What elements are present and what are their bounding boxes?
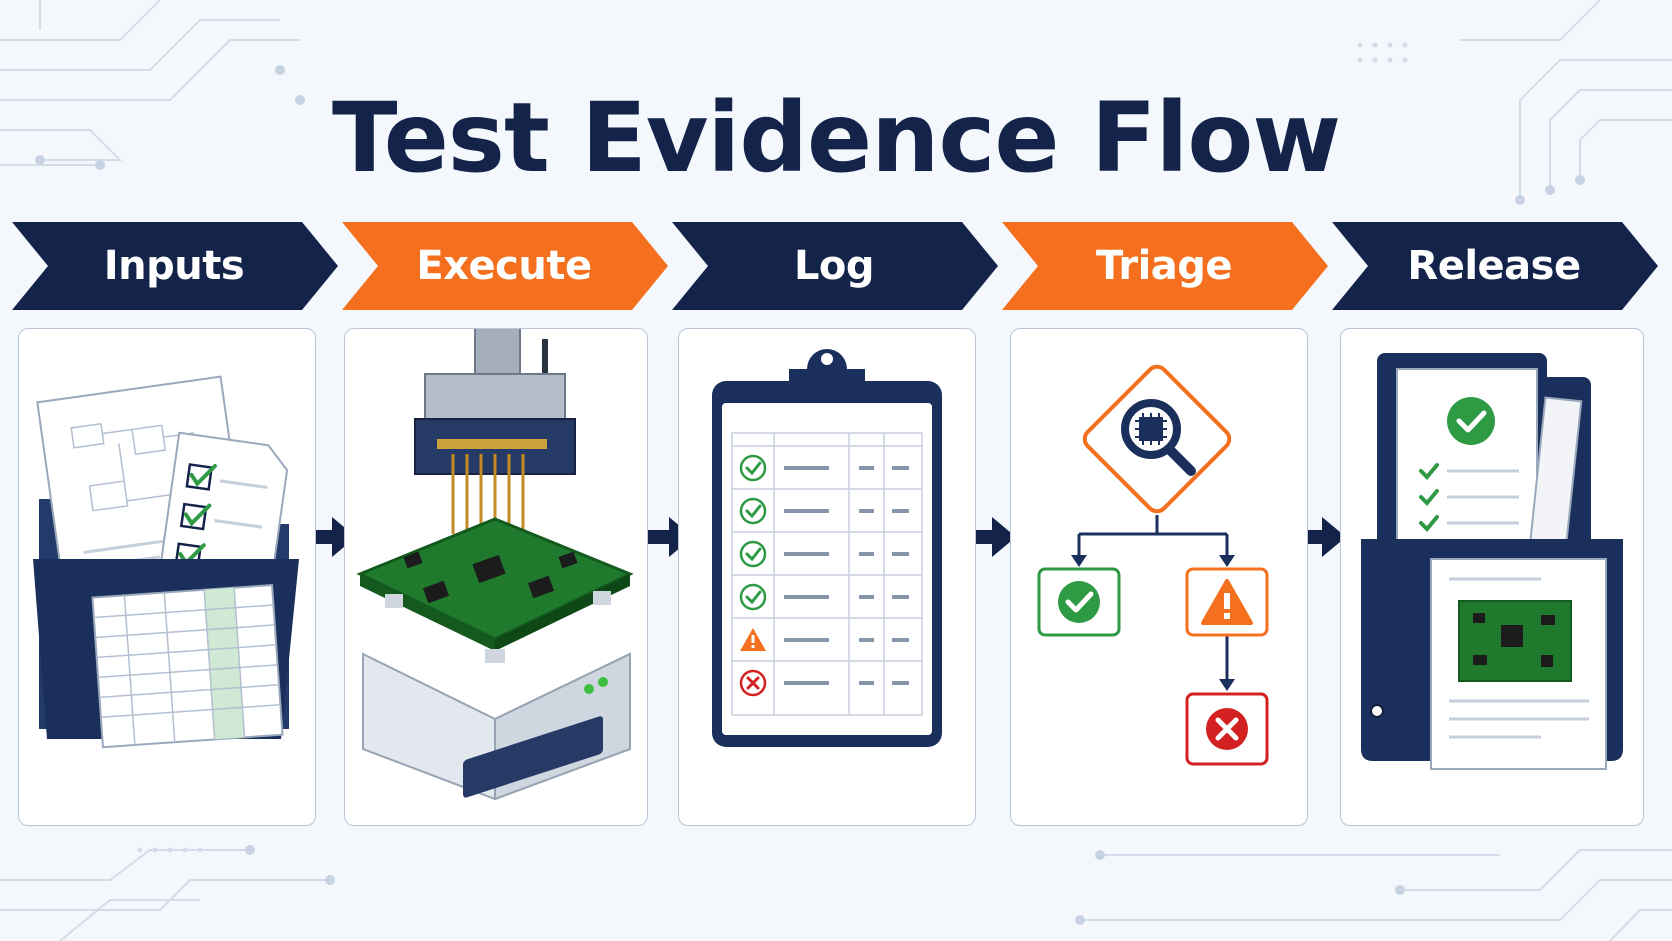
pcb-test-fixture-icon [356, 329, 634, 801]
chevron-shape [672, 222, 998, 310]
log-row-warning-icon [740, 628, 766, 651]
log-row-fail-icon [739, 669, 767, 697]
stage-label: Release [1407, 243, 1581, 289]
log-row-pass-icon [739, 454, 767, 482]
log-status-column [739, 454, 767, 697]
chevron-shape [12, 222, 338, 310]
log-row-pass-icon [739, 540, 767, 568]
chevron-shape [342, 222, 668, 310]
log-row-pass-icon [739, 583, 767, 611]
stage-label: Log [793, 243, 875, 289]
decision-tree-icon [1037, 364, 1269, 766]
panel-triage [1010, 328, 1308, 826]
log-row-pass-icon [739, 497, 767, 525]
page-title: Test Evidence Flow [331, 82, 1341, 194]
release-binder-icon [1361, 353, 1623, 770]
stage-triage: Triage [1002, 222, 1328, 310]
stage-release: Release [1332, 222, 1658, 310]
stage-label: Triage [1095, 243, 1233, 289]
stage-label: Execute [416, 243, 592, 289]
panel-log [678, 328, 976, 826]
clipboard-log-icon [712, 349, 942, 747]
panel-inputs [18, 328, 316, 826]
chevron-shape [1332, 222, 1658, 310]
flow-arrow-icon [1298, 517, 1346, 557]
flow-arrow-icon [968, 517, 1016, 557]
stage-execute: Execute [342, 222, 668, 310]
documents-folder-icon [33, 375, 299, 749]
stage-inputs: Inputs [12, 222, 338, 310]
stage-label: Inputs [103, 243, 245, 289]
panel-execute [344, 328, 648, 826]
stage-log: Log [672, 222, 998, 310]
panel-release [1340, 328, 1644, 826]
chevron-shape [1002, 222, 1328, 310]
